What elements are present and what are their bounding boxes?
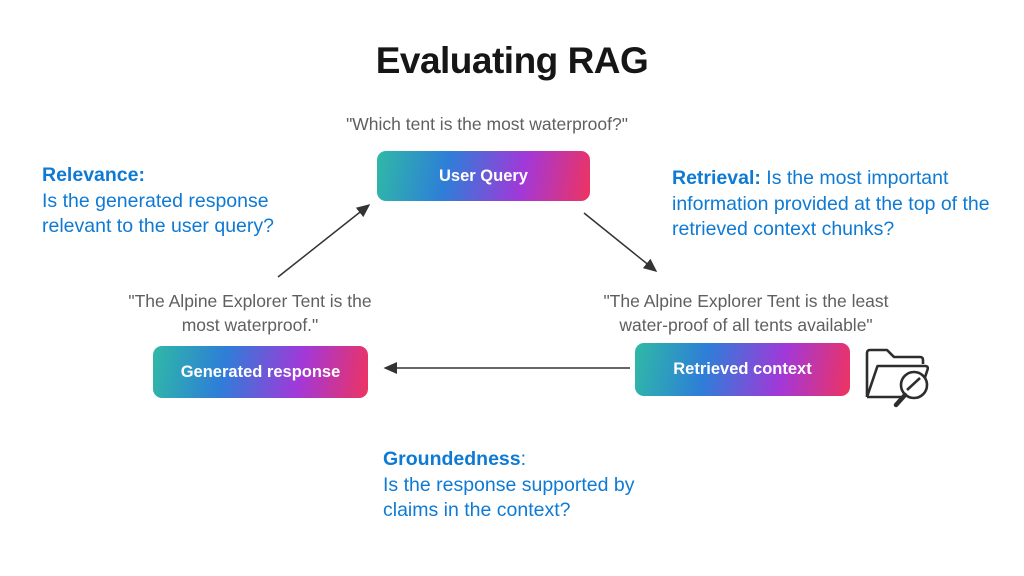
- node-generated-response: Generated response: [153, 346, 368, 398]
- annotation-relevance: Relevance: Is the generated response rel…: [42, 163, 304, 240]
- retrieved-context-quote: "The Alpine Explorer Tent is the least w…: [572, 289, 920, 337]
- node-retrieved-context: Retrieved context: [635, 343, 850, 396]
- generated-response-quote-line1: "The Alpine Explorer Tent is the: [128, 291, 372, 311]
- annotation-retrieval: Retrieval: Is the most important informa…: [672, 166, 1017, 243]
- node-retrieved-context-label: Retrieved context: [673, 360, 812, 378]
- node-user-query: User Query: [377, 151, 590, 201]
- arrow-query-to-retrieved: [583, 212, 658, 272]
- node-user-query-label: User Query: [439, 166, 528, 185]
- slide-title: Evaluating RAG: [375, 40, 649, 81]
- annotation-groundedness-body: Is the response supported by claims in t…: [383, 473, 635, 522]
- retrieved-context-quote-line2: water-proof of all tents available": [619, 315, 873, 335]
- annotation-retrieval-term: Retrieval:: [672, 167, 761, 189]
- annotation-retrieval-body: Is the most important information provid…: [672, 167, 990, 240]
- user-query-quote: "Which tent is the most waterproof?": [346, 114, 628, 134]
- annotation-relevance-term: Relevance:: [42, 164, 145, 186]
- annotation-groundedness: Groundedness: Is the response supported …: [383, 447, 641, 524]
- annotation-groundedness-term: Groundedness: [383, 448, 521, 470]
- generated-response-quote-line2: most waterproof.": [181, 315, 319, 335]
- folder-search-icon: [865, 348, 930, 408]
- annotation-relevance-body: Is the generated response relevant to th…: [42, 189, 274, 238]
- retrieved-context-quote-line1: "The Alpine Explorer Tent is the least: [603, 291, 889, 311]
- node-generated-response-label: Generated response: [180, 362, 341, 381]
- generated-response-quote: "The Alpine Explorer Tent is the most wa…: [105, 289, 395, 337]
- annotation-groundedness-colon: :: [520, 448, 527, 470]
